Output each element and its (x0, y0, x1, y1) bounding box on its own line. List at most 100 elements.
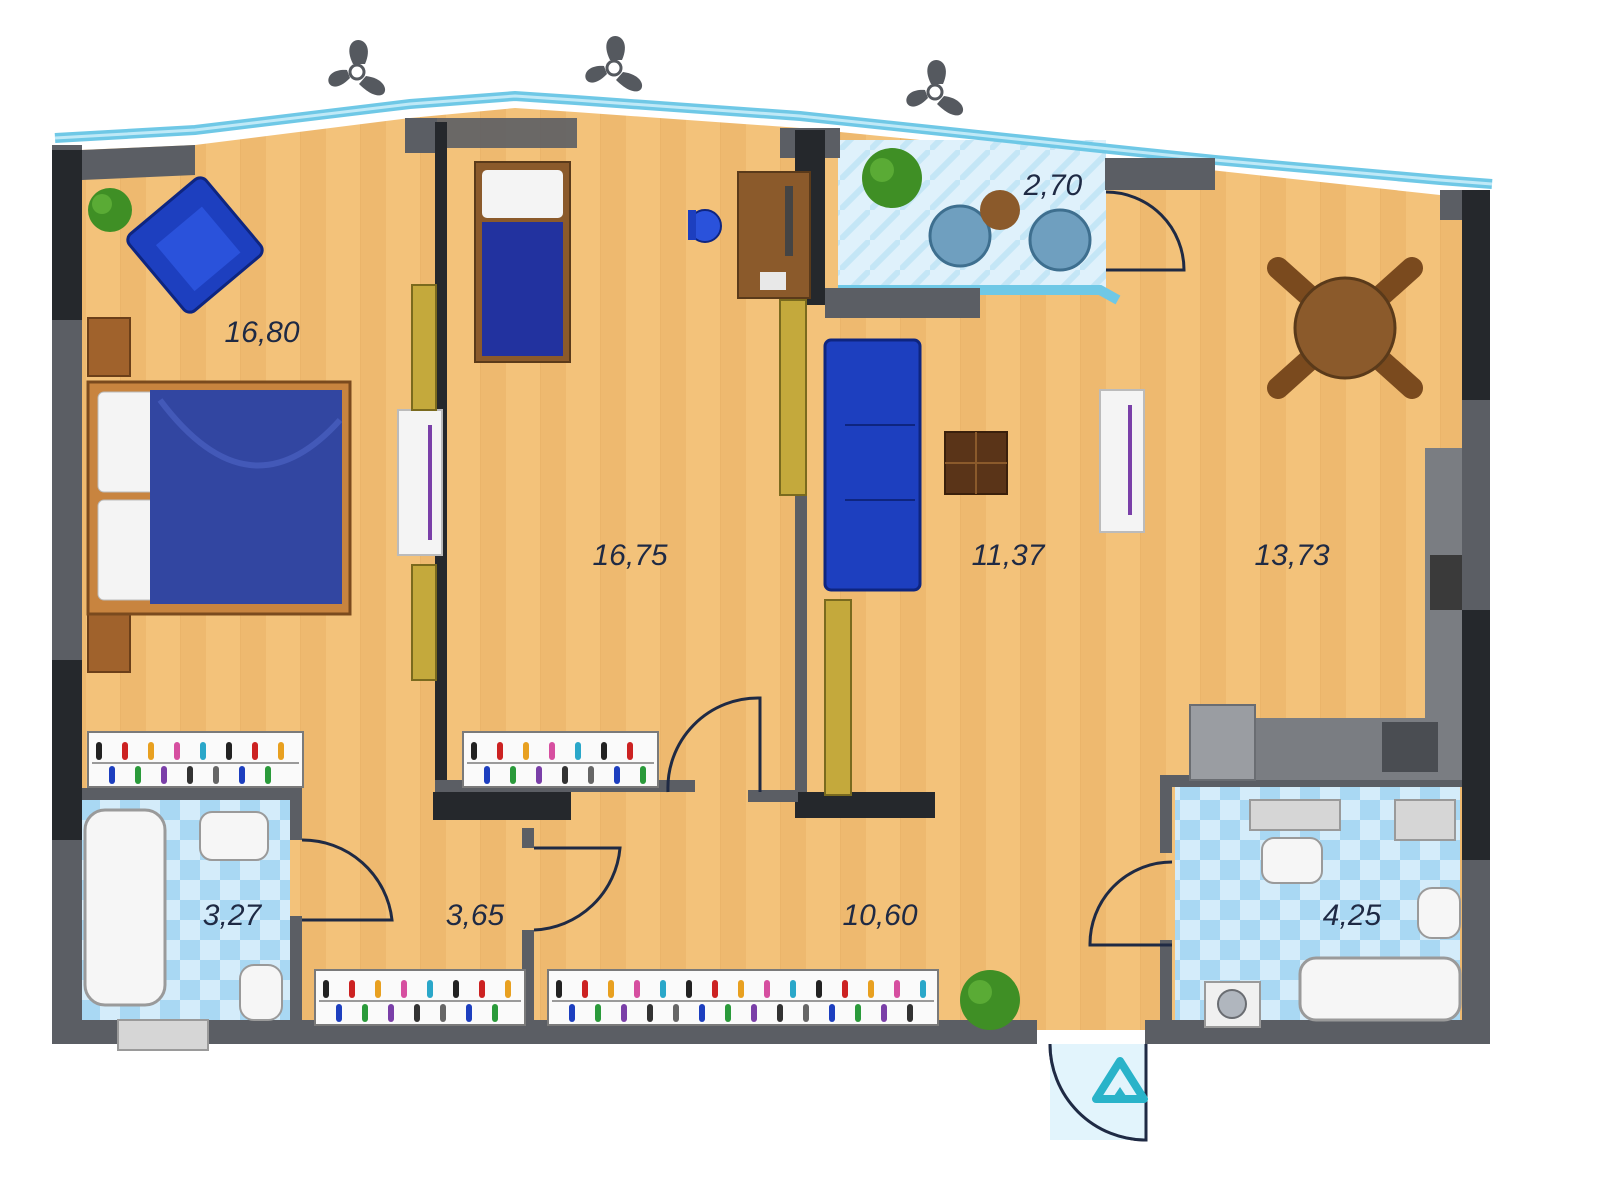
area-bath1: 3,27 (203, 899, 263, 932)
shelf (824, 599, 852, 796)
hall-door[interactable] (533, 846, 622, 932)
shelf (411, 284, 437, 411)
shoe (575, 742, 581, 760)
shoe (471, 742, 477, 760)
shoe (479, 980, 485, 998)
shoe (549, 742, 555, 760)
balcony-chair (928, 204, 992, 268)
shelf (411, 564, 437, 681)
shoe (536, 766, 542, 784)
shoe (453, 980, 459, 998)
balcony-table (980, 190, 1020, 230)
towel-rail (117, 1019, 209, 1051)
area-labels: 16,80 16,75 2,70 11,37 13,73 3,27 3,65 1… (203, 169, 1382, 932)
sofa (823, 338, 922, 592)
shoe (510, 766, 516, 784)
shoe (790, 980, 796, 998)
kitchen-counter (1189, 448, 1462, 781)
shoe (523, 742, 529, 760)
shoe (660, 980, 666, 998)
shoe-rack (462, 731, 659, 788)
washbasin (199, 811, 269, 861)
shoe (239, 766, 245, 784)
shoe (122, 742, 128, 760)
shoe (161, 766, 167, 784)
shoe (562, 766, 568, 784)
shoe-rack (547, 969, 939, 1026)
toilet (239, 964, 283, 1021)
shoe (401, 980, 407, 998)
shoe (614, 766, 620, 784)
shoe (647, 1004, 653, 1022)
shoe (582, 980, 588, 998)
shoe (109, 766, 115, 784)
shoe (738, 980, 744, 998)
shoe (764, 980, 770, 998)
bath2-door[interactable] (1088, 860, 1173, 947)
shoe (278, 742, 284, 760)
shoe (135, 766, 141, 784)
shoe (894, 980, 900, 998)
fan-icon (583, 34, 644, 93)
shoe (673, 1004, 679, 1022)
toilet (1417, 887, 1461, 939)
shoe (725, 1004, 731, 1022)
double-bed (86, 380, 352, 616)
stove (1430, 555, 1462, 610)
shoe (414, 1004, 420, 1022)
shoe (484, 766, 490, 784)
balcony-door[interactable] (1105, 190, 1186, 272)
washbasin (1261, 837, 1323, 884)
shoe (595, 1004, 601, 1022)
shoe (213, 766, 219, 784)
area-bedroom: 16,80 (224, 316, 299, 349)
bathtub (1298, 956, 1462, 1022)
washing-machine (1204, 981, 1261, 1028)
area-kitchen: 13,73 (1254, 539, 1329, 572)
area-balcony: 2,70 (1023, 169, 1083, 202)
bath1-door[interactable] (301, 838, 394, 922)
shoe (174, 742, 180, 760)
shelf (1249, 799, 1341, 831)
nightstand (87, 317, 131, 377)
shoe (200, 742, 206, 760)
nightstand (87, 613, 131, 673)
shoe (751, 1004, 757, 1022)
plant-icon (862, 148, 922, 208)
shoe (505, 980, 511, 998)
shoe (608, 980, 614, 998)
shoe (588, 766, 594, 784)
armchair (126, 176, 264, 314)
shoe (362, 1004, 368, 1022)
office-chair (688, 209, 722, 243)
entrance-arrow-icon (1092, 1057, 1148, 1103)
tv-stand (1099, 389, 1145, 533)
shoe (96, 742, 102, 760)
shoe (601, 742, 607, 760)
desk (737, 171, 811, 299)
dining-table (1267, 257, 1423, 399)
shoe (634, 980, 640, 998)
shoe (627, 742, 633, 760)
plant-icon (960, 970, 1020, 1030)
shoe (466, 1004, 472, 1022)
sink (1382, 722, 1438, 772)
shoe (803, 1004, 809, 1022)
shelf (779, 299, 807, 496)
area-corridor: 10,60 (842, 899, 917, 932)
shoe (375, 980, 381, 998)
area-room2: 16,75 (592, 539, 667, 572)
shoe (148, 742, 154, 760)
room2-door[interactable] (666, 696, 762, 793)
shoe (252, 742, 258, 760)
shoe (777, 1004, 783, 1022)
shoe (323, 980, 329, 998)
fridge (1189, 704, 1256, 781)
balcony-chair (1028, 208, 1092, 272)
shoe (492, 1004, 498, 1022)
shoe (440, 1004, 446, 1022)
plant-icon (88, 188, 132, 232)
shoe (497, 742, 503, 760)
shoe (881, 1004, 887, 1022)
